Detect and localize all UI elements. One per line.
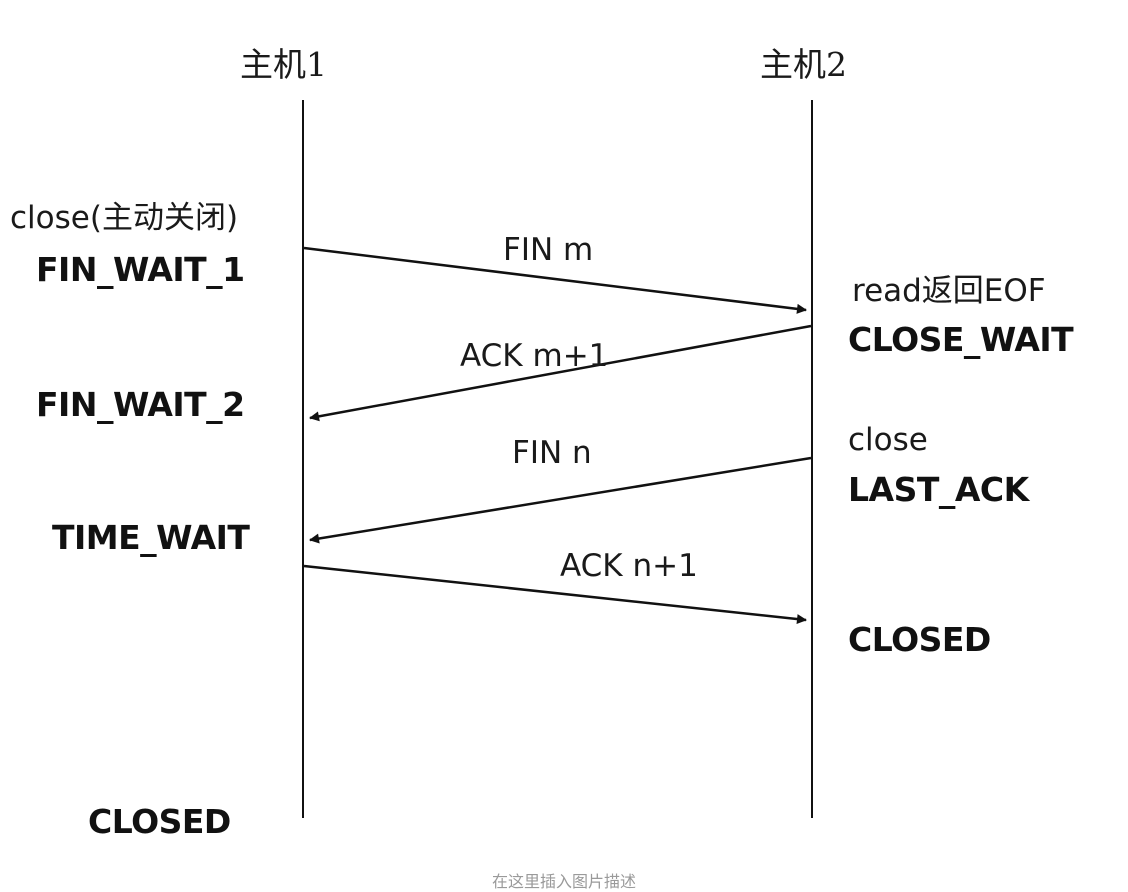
host1-state-fin-wait-1: FIN_WAIT_1 xyxy=(36,250,245,289)
host1-title: 主机1 xyxy=(240,45,327,84)
host1-state-time-wait: TIME_WAIT xyxy=(52,518,250,557)
ack-m1-label: ACK m+1 xyxy=(460,338,609,374)
host1-close-event: close(主动关闭) xyxy=(10,200,239,236)
ack-m1-arrow xyxy=(309,324,812,422)
host1-state-closed: CLOSED xyxy=(88,802,231,841)
host2-state-last-ack: LAST_ACK xyxy=(848,470,1029,509)
figure-caption: 在这里插入图片描述 xyxy=(491,872,636,891)
ack-n1-arrow xyxy=(303,564,807,625)
host2-lifeline xyxy=(811,100,813,818)
host2-read-eof-event: read返回EOF xyxy=(852,273,1046,309)
fin-n-arrow xyxy=(309,456,812,544)
fin-n-label: FIN n xyxy=(512,435,592,471)
fin-m-label: FIN m xyxy=(503,232,594,268)
host2-state-close-wait: CLOSE_WAIT xyxy=(848,320,1074,359)
host1-lifeline xyxy=(302,100,304,818)
host2-close-event: close xyxy=(848,422,928,458)
host2-state-closed: CLOSED xyxy=(848,620,991,659)
host1-state-fin-wait-2: FIN_WAIT_2 xyxy=(36,385,245,424)
host2-title: 主机2 xyxy=(760,45,847,84)
fin-m-arrow xyxy=(303,246,807,314)
ack-n1-label: ACK n+1 xyxy=(560,548,698,584)
